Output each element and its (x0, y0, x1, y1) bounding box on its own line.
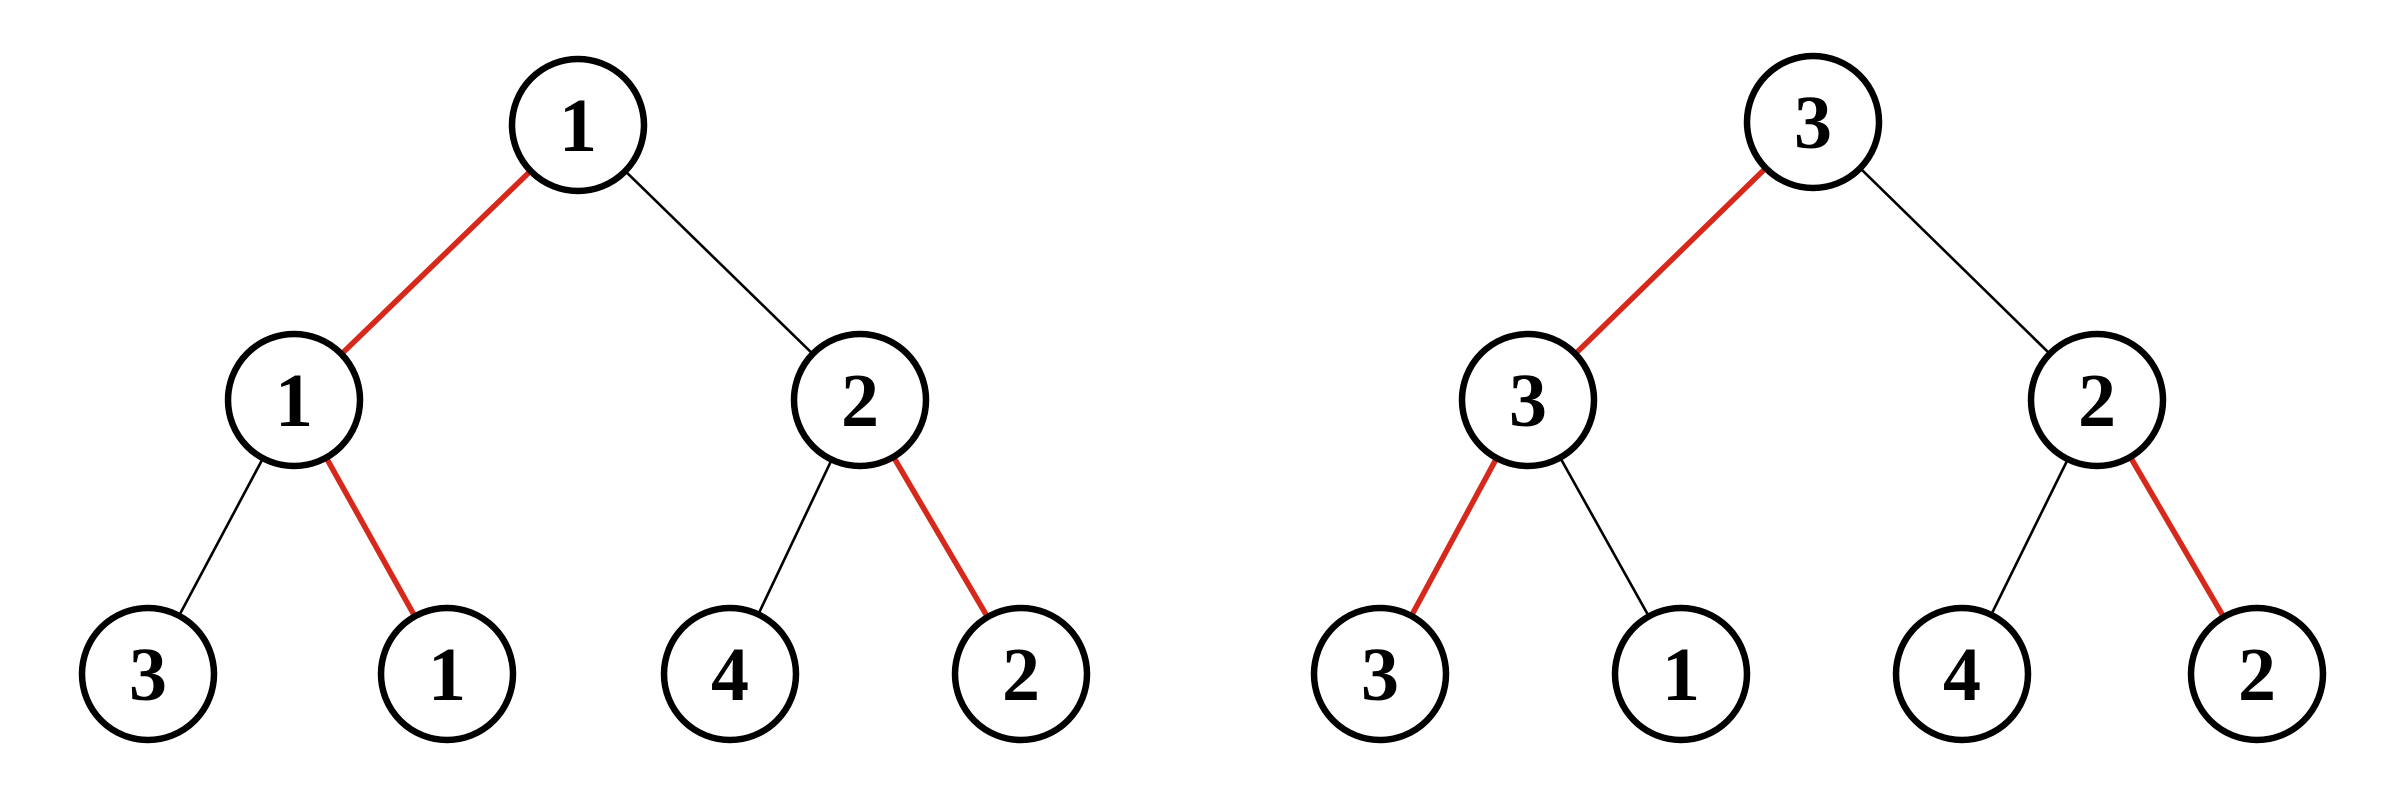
node-label: 1 (559, 84, 597, 168)
node-label: 2 (1002, 633, 1040, 717)
tree-node: 4 (1892, 604, 2032, 744)
tree-node: 2 (790, 330, 930, 470)
tree-node: 3 (1458, 330, 1598, 470)
node-label: 3 (1361, 633, 1399, 717)
node-label: 1 (428, 633, 466, 717)
tree-node-circle (377, 604, 517, 744)
tree-node-circle (224, 330, 364, 470)
tree-node-circle (790, 330, 930, 470)
tree-node: 1 (1611, 604, 1751, 744)
tree-node-circle (1743, 52, 1883, 192)
node-label: 4 (1943, 633, 1981, 717)
node-label: 1 (1662, 633, 1700, 717)
tree-node-circle (508, 55, 648, 195)
node-label: 2 (2078, 359, 2116, 443)
node-label: 2 (841, 359, 879, 443)
tree-node: 2 (951, 604, 1091, 744)
node-label: 2 (2238, 633, 2276, 717)
tree-node-circle (2187, 604, 2327, 744)
tree-node-circle (1310, 604, 1450, 744)
tree-node: 1 (377, 604, 517, 744)
tree-node: 3 (1310, 604, 1450, 744)
tree-node-circle (1892, 604, 2032, 744)
tree-node-circle (951, 604, 1091, 744)
tree-node: 1 (508, 55, 648, 195)
tree-node-circle (78, 604, 218, 744)
right-tree-nodes: 3 3 2 3 1 4 2 (1310, 52, 2327, 744)
node-label: 3 (1794, 81, 1832, 165)
tree-node-circle (660, 604, 800, 744)
tree-node: 2 (2187, 604, 2327, 744)
node-label: 3 (1509, 359, 1547, 443)
edges-layer (146, 120, 2260, 676)
tree-node-circle (2027, 330, 2167, 470)
node-label: 3 (129, 633, 167, 717)
nodes-layer: 1 1 2 3 1 4 2 3 3 2 3 1 4 2 (78, 52, 2327, 744)
tree-node-circle (1458, 330, 1598, 470)
tree-node: 4 (660, 604, 800, 744)
tree-node-circle (1611, 604, 1751, 744)
node-label: 4 (711, 633, 749, 717)
tree-node: 3 (78, 604, 218, 744)
tree-node: 1 (224, 330, 364, 470)
tree-node: 3 (1743, 52, 1883, 192)
tree-node: 2 (2027, 330, 2167, 470)
node-label: 1 (275, 359, 313, 443)
left-tree-nodes: 1 1 2 3 1 4 2 (78, 55, 1091, 744)
